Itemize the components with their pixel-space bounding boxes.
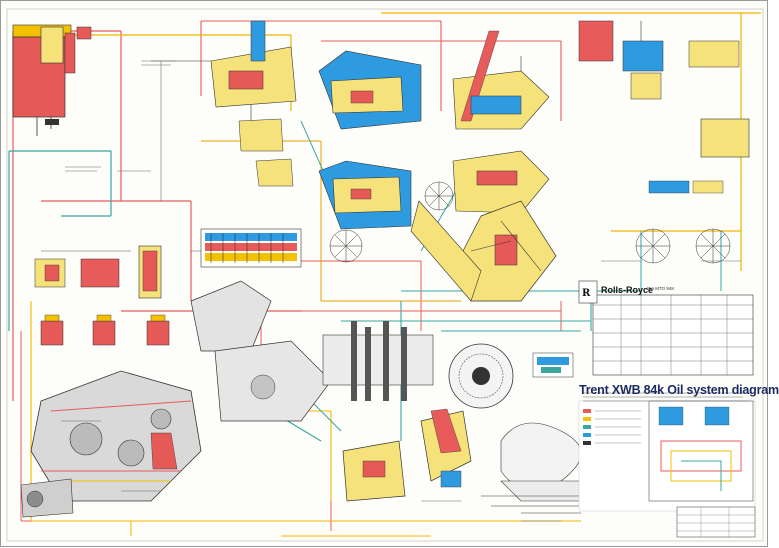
pressure-pump-assembly	[34, 245, 162, 299]
tail-bearing-chamber	[452, 30, 550, 214]
radial-drive-gauges	[329, 181, 731, 264]
lpt-bearing-housing	[342, 408, 472, 502]
table-heading: IBA MTO 84K	[647, 286, 675, 291]
oil-cooler-pipework	[481, 422, 602, 514]
rolls-royce-monogram	[578, 280, 598, 304]
valve-tower	[322, 321, 434, 401]
lube-manifold	[200, 228, 302, 268]
sump-inset	[532, 352, 574, 378]
radial-drive-disc	[448, 343, 514, 409]
drawing-title-block	[676, 506, 756, 538]
brand-wordmark: Rolls-Royce	[601, 285, 654, 295]
svg-text:R: R	[582, 288, 591, 299]
external-gearbox	[20, 370, 202, 518]
oil-tank	[12, 24, 92, 136]
front-bearing-chamber	[210, 20, 297, 187]
title-block: Trent XWB 84k Oil system diagram	[579, 383, 779, 397]
ip-hp-bearing-chamber	[318, 50, 422, 230]
internal-gearbox	[410, 200, 557, 302]
scavenge-filters	[40, 314, 170, 346]
diagram-title: Trent XWB 84k Oil system diagram	[579, 383, 779, 397]
annotation-text-lines	[61, 60, 751, 522]
right-casing-sections	[578, 20, 750, 194]
accessory-gearbox-upper	[190, 280, 332, 422]
system-overview-inset	[648, 400, 754, 502]
system-spec-table	[592, 294, 754, 376]
